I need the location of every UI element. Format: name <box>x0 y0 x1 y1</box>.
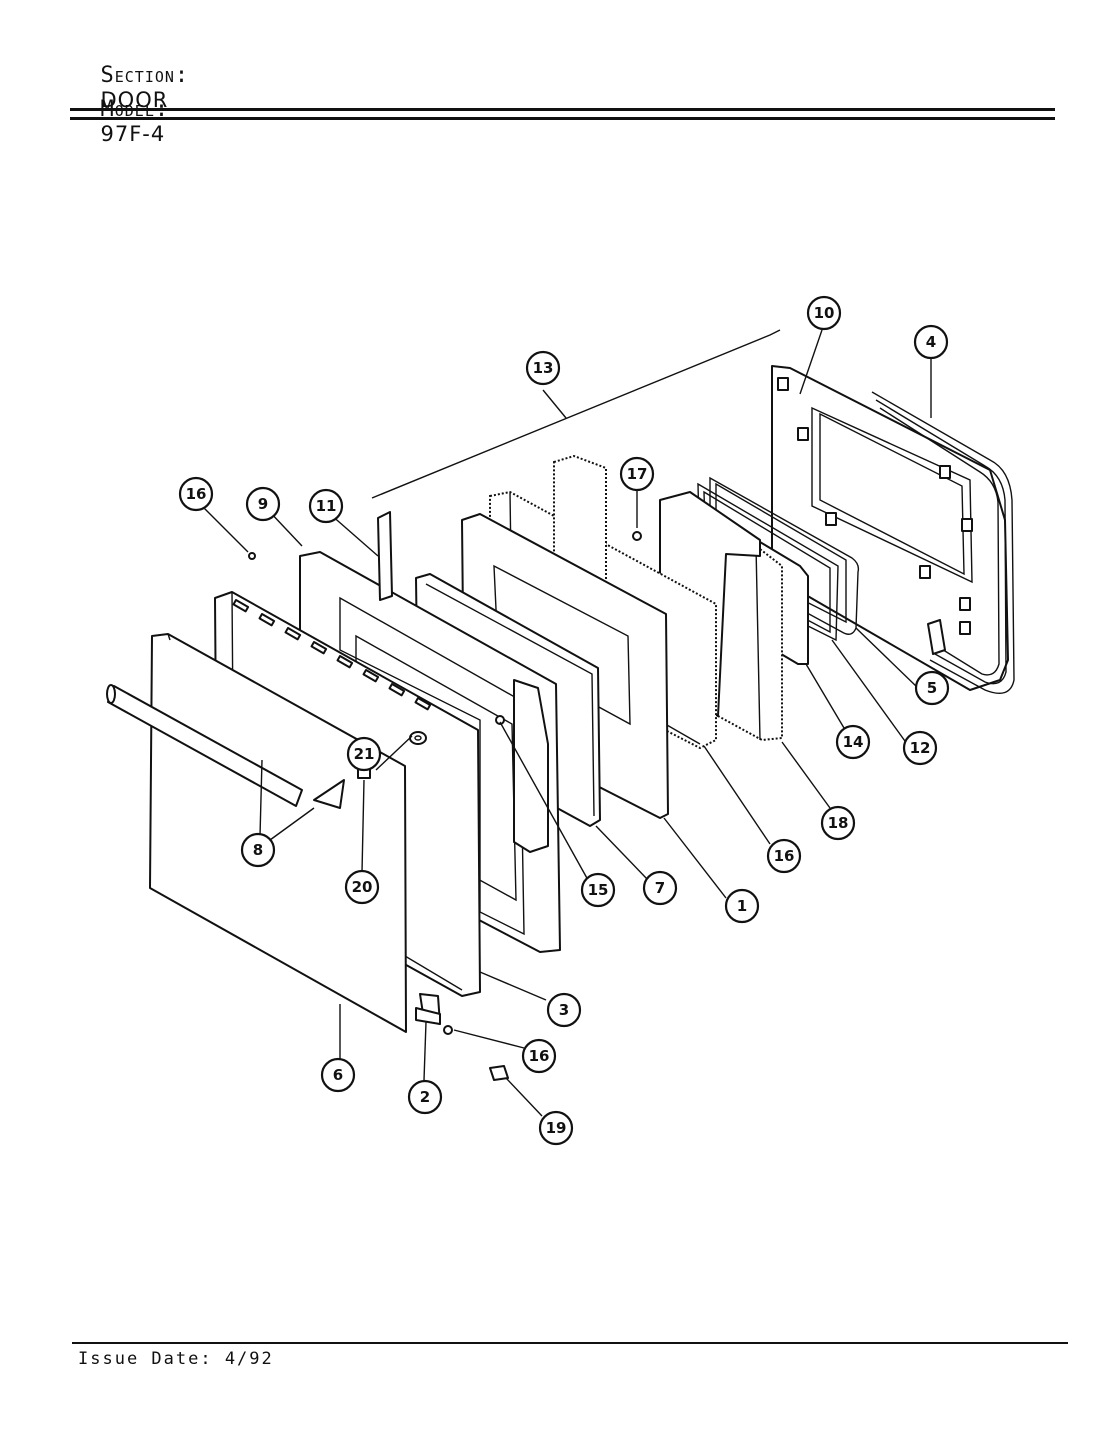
part-15-screw <box>495 715 505 725</box>
svg-text:11: 11 <box>316 497 337 515</box>
callout-20: 19 <box>538 1110 574 1146</box>
callout-14: 14 <box>835 724 871 760</box>
part-8-door-handle <box>106 684 345 809</box>
header-rule-top <box>70 108 1055 111</box>
callout-1: 1 <box>724 888 760 924</box>
svg-text:21: 21 <box>354 745 375 763</box>
svg-text:14: 14 <box>843 733 864 751</box>
svg-text:3: 3 <box>559 1001 569 1019</box>
svg-text:13: 13 <box>533 359 554 377</box>
svg-text:1: 1 <box>737 897 747 915</box>
issue-date: Issue Date: 4/92 <box>78 1349 274 1369</box>
part-20-clip <box>489 1065 509 1081</box>
part-2-hinge-bracket <box>415 993 441 1025</box>
callout-18: 16 <box>766 838 802 874</box>
svg-text:7: 7 <box>655 879 665 897</box>
svg-text:16: 16 <box>186 485 207 503</box>
svg-text:8: 8 <box>253 841 263 859</box>
part-16-screw-bottom <box>443 1025 453 1035</box>
part-6-outer-door-panel <box>149 633 407 1033</box>
callout-16-top: 16 <box>178 476 214 512</box>
svg-text:2: 2 <box>420 1088 430 1106</box>
model-value: 97F-4 <box>100 122 166 146</box>
vent-slots <box>232 599 432 711</box>
svg-text:17: 17 <box>627 465 648 483</box>
callout-6: 6 <box>320 1057 356 1093</box>
header-rule-bottom <box>70 117 1055 120</box>
callout-9: 9 <box>245 486 281 522</box>
callout-17: 17 <box>619 456 655 492</box>
part-16-screw-top <box>248 552 256 560</box>
svg-text:5: 5 <box>927 679 937 697</box>
callout-7: 7 <box>642 870 678 906</box>
svg-text:9: 9 <box>258 495 268 513</box>
svg-text:10: 10 <box>814 304 835 322</box>
callout-15: 15 <box>580 872 616 908</box>
part-10-inner-liner <box>771 365 1009 691</box>
callout-16-bottom: 16 <box>521 1038 557 1074</box>
svg-text:16: 16 <box>529 1047 550 1065</box>
svg-text:19: 19 <box>546 1119 567 1137</box>
svg-text:15: 15 <box>588 881 609 899</box>
part-22-grommet <box>409 731 427 745</box>
callout-22: 21 <box>346 736 382 772</box>
section-label: Section: <box>100 63 190 88</box>
svg-text:20: 20 <box>352 878 373 896</box>
section-line: Section: DOOR <box>72 38 189 113</box>
callout-8: 8 <box>240 832 276 868</box>
callout-10: 10 <box>806 295 842 331</box>
footer-rule <box>72 1342 1068 1344</box>
svg-text:4: 4 <box>926 333 936 351</box>
callout-21: 20 <box>344 869 380 905</box>
leader-lines <box>195 329 932 1117</box>
svg-text:16: 16 <box>774 847 795 865</box>
svg-text:18: 18 <box>828 814 849 832</box>
part-19-insulation <box>717 544 783 742</box>
callout-2: 2 <box>407 1079 443 1115</box>
callout-4: 4 <box>913 324 949 360</box>
callout-19: 18 <box>820 805 856 841</box>
svg-text:12: 12 <box>910 739 931 757</box>
callout-5: 5 <box>914 670 950 706</box>
part-13-outline <box>371 329 781 499</box>
callout-3: 3 <box>546 992 582 1028</box>
callout-11: 11 <box>308 488 344 524</box>
svg-text:6: 6 <box>333 1066 343 1084</box>
callout-13: 13 <box>525 350 561 386</box>
part-4-door-gasket <box>871 391 1015 694</box>
callout-12: 12 <box>902 730 938 766</box>
